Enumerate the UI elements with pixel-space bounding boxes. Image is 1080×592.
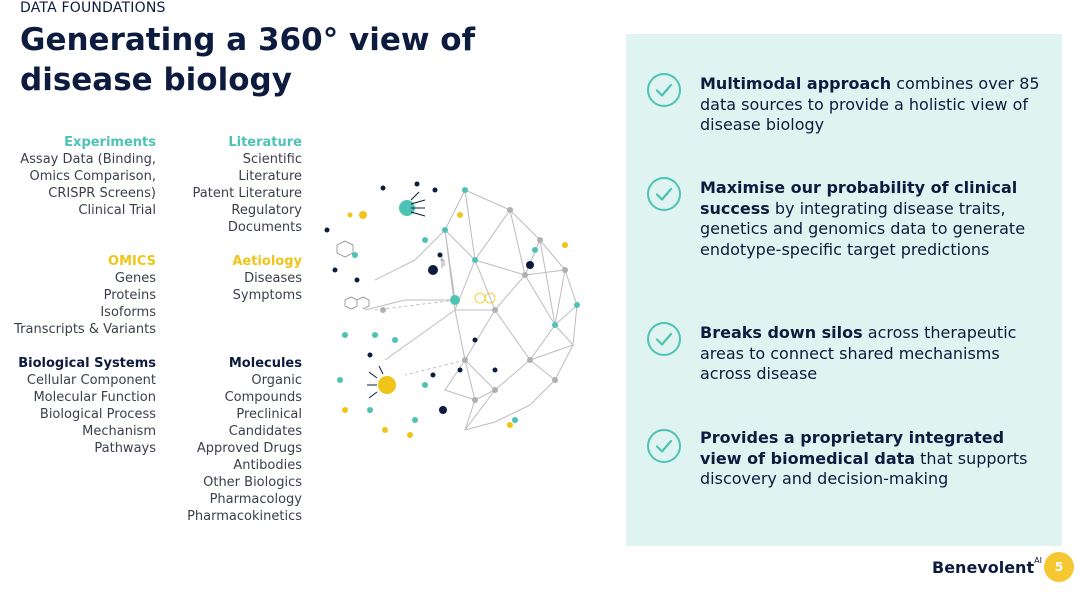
category-item: Documents	[227, 220, 302, 235]
section-kicker: DATA FOUNDATIONS	[20, 0, 166, 16]
page-number-badge: 5	[1044, 552, 1074, 582]
category-item: Pathways	[94, 441, 156, 456]
category-item: CRISPR Screens)	[48, 186, 156, 201]
category-item: Other Biologics	[203, 475, 302, 490]
brand-superscript: AI	[1034, 556, 1042, 565]
category-item: Assay Data (Binding,	[20, 152, 156, 167]
category-title: Molecules	[228, 356, 302, 371]
category-item: Compounds	[224, 390, 302, 405]
category-item: Literature	[238, 169, 302, 184]
benefit-highlight: Provides a proprietary integrated view o…	[700, 428, 1005, 468]
benefit-highlight: Breaks down silos	[700, 323, 863, 342]
category-item: Omics Comparison,	[29, 169, 156, 184]
category-item: Organic	[251, 373, 302, 388]
brand-logo: BenevolentAI	[932, 556, 1042, 577]
network-sphere-graphic	[324, 181, 580, 438]
benefits-panel: Multimodal approach combines over 85 dat…	[626, 34, 1062, 546]
category-biological-systems: Biological Systems Cellular Component Mo…	[18, 355, 156, 457]
category-item: Preclinical	[236, 407, 302, 422]
category-item: Antibodies	[233, 458, 302, 473]
benefit-highlight: Maximise our probability of clinical suc…	[700, 178, 1018, 218]
category-item: Candidates	[228, 424, 302, 439]
category-title: Literature	[228, 135, 302, 150]
category-item: Regulatory	[231, 203, 302, 218]
category-item: Molecular Function	[33, 390, 156, 405]
benefit-highlight: Multimodal approach	[700, 74, 892, 93]
category-item: Scientific	[242, 152, 302, 167]
check-circle-icon	[647, 177, 681, 211]
category-item: Isoforms	[100, 305, 156, 320]
category-title: Biological Systems	[18, 356, 156, 371]
category-item: Transcripts & Variants	[14, 322, 156, 337]
benefit-body: that supports discovery and decision-mak…	[700, 448, 1028, 489]
category-item: Genes	[114, 271, 156, 286]
category-item: Clinical Trial	[78, 203, 156, 218]
category-experiments: Experiments Assay Data (Binding, Omics C…	[20, 134, 156, 219]
category-molecules: Molecules Organic Compounds Preclinical …	[187, 355, 302, 525]
category-item: Proteins	[103, 288, 156, 303]
benefit-body: across therapeutic areas to connect shar…	[700, 323, 1017, 384]
category-literature: Literature Scientific Literature Patent …	[193, 134, 302, 236]
benefit-text: Maximise our probability of clinical suc…	[700, 178, 1040, 261]
category-item: Diseases	[244, 271, 302, 286]
category-item: Approved Drugs	[196, 441, 302, 456]
benefit-body: by integrating disease traits, genetics …	[700, 198, 1026, 260]
check-circle-icon	[647, 429, 681, 463]
check-circle-icon	[647, 73, 681, 107]
brand-name: Benevolent	[932, 558, 1035, 577]
category-item: Patent Literature	[192, 186, 302, 201]
category-aetiology: Aetiology Diseases Symptoms	[232, 253, 302, 304]
category-item: Mechanism	[82, 424, 156, 439]
category-title: OMICS	[108, 254, 156, 269]
category-item: Pharmacokinetics	[187, 509, 302, 524]
category-item: Pharmacology	[209, 492, 302, 507]
benefit-text: Multimodal approach combines over 85 dat…	[700, 74, 1040, 136]
category-item: Cellular Component	[26, 373, 156, 388]
category-item: Symptoms	[232, 288, 302, 303]
check-circle-icon	[647, 322, 681, 356]
category-title: Experiments	[64, 135, 156, 150]
benefit-text: Provides a proprietary integrated view o…	[700, 428, 1040, 490]
category-title: Aetiology	[232, 254, 302, 269]
page-title: Generating a 360° view of disease biolog…	[20, 22, 476, 98]
category-item: Biological Process	[39, 407, 156, 422]
benefit-body: combines over 85 data sources to provide…	[700, 74, 1040, 135]
benefit-text: Breaks down silos across therapeutic are…	[700, 323, 1040, 385]
category-omics: OMICS Genes Proteins Isoforms Transcript…	[14, 253, 156, 338]
